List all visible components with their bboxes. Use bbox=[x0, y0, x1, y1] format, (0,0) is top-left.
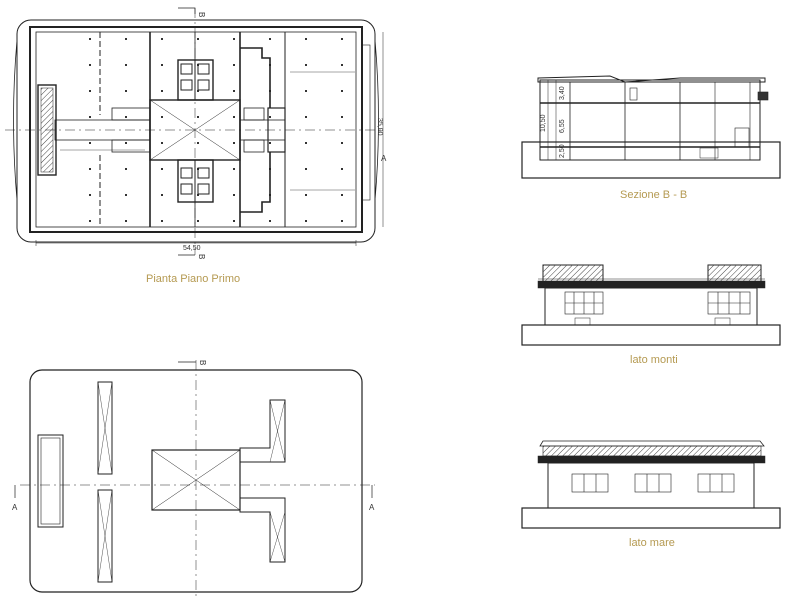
section-roof bbox=[537, 75, 766, 83]
elevation-monti-base bbox=[521, 324, 781, 346]
staircase-west bbox=[37, 84, 57, 176]
plan-section-marker-b-top: B bbox=[197, 12, 206, 17]
section-b-b bbox=[521, 75, 781, 179]
elevation-monti-roof-band bbox=[537, 280, 766, 289]
elevation-monti-body bbox=[544, 287, 758, 326]
roof-duct-north bbox=[239, 399, 286, 463]
elevation-mare-caption: lato mare bbox=[629, 537, 675, 549]
plan-dimension-depth: 35,00 bbox=[376, 118, 383, 136]
elevation-mare-base bbox=[521, 507, 781, 529]
section-dimension-total: 10,50 bbox=[540, 114, 547, 132]
section-building bbox=[539, 79, 761, 161]
elevation-monti-windows-left bbox=[564, 291, 604, 315]
plan-wall-fragments bbox=[60, 32, 355, 227]
east-notch-south bbox=[240, 152, 271, 213]
wc-block-west bbox=[111, 107, 151, 153]
elevation-monti-windows-right bbox=[707, 291, 751, 315]
section-caption: Sezione B - B bbox=[620, 189, 687, 201]
elevation-mare-roof-band bbox=[537, 455, 766, 464]
plan-side-bulge-left bbox=[13, 39, 18, 201]
section-dimension-top: 3,40 bbox=[559, 86, 566, 100]
section-base-plinth bbox=[521, 141, 781, 179]
plan-slab-outline bbox=[16, 19, 376, 243]
roof-section-marker-a-left: A bbox=[12, 503, 18, 512]
roof-skylight-strip-north bbox=[97, 381, 113, 475]
east-notch-north bbox=[240, 47, 271, 108]
roof-duct-south bbox=[239, 497, 286, 563]
roof-section-marker-b-top: B bbox=[198, 360, 207, 365]
plan-section-marker-b-bottom: B bbox=[197, 254, 206, 259]
roof-plan bbox=[14, 360, 375, 598]
plan-caption: Pianta Piano Primo bbox=[146, 273, 240, 285]
section-dimension-bottom: 2,50 bbox=[559, 144, 566, 158]
elevation-mare-windows bbox=[571, 473, 735, 493]
roof-skylight-west bbox=[37, 434, 64, 528]
elevation-lato-mare bbox=[521, 440, 781, 529]
plan-side-bulge-right bbox=[374, 39, 379, 201]
first-floor-plan bbox=[5, 7, 385, 256]
plan-dimension-width: 54,50 bbox=[183, 245, 201, 252]
plan-section-marker-a-right: A bbox=[381, 154, 387, 163]
elevation-monti-caption: lato monti bbox=[630, 354, 678, 366]
section-dimension-middle: 6,55 bbox=[559, 119, 566, 133]
elevation-mare-body bbox=[547, 462, 755, 509]
roof-skylight-strip-south bbox=[97, 489, 113, 583]
elevation-lato-monti bbox=[521, 264, 781, 346]
elevation-mare-roof bbox=[539, 440, 765, 447]
wc-block-north bbox=[177, 59, 214, 101]
roof-section-marker-a-right: A bbox=[369, 503, 375, 512]
